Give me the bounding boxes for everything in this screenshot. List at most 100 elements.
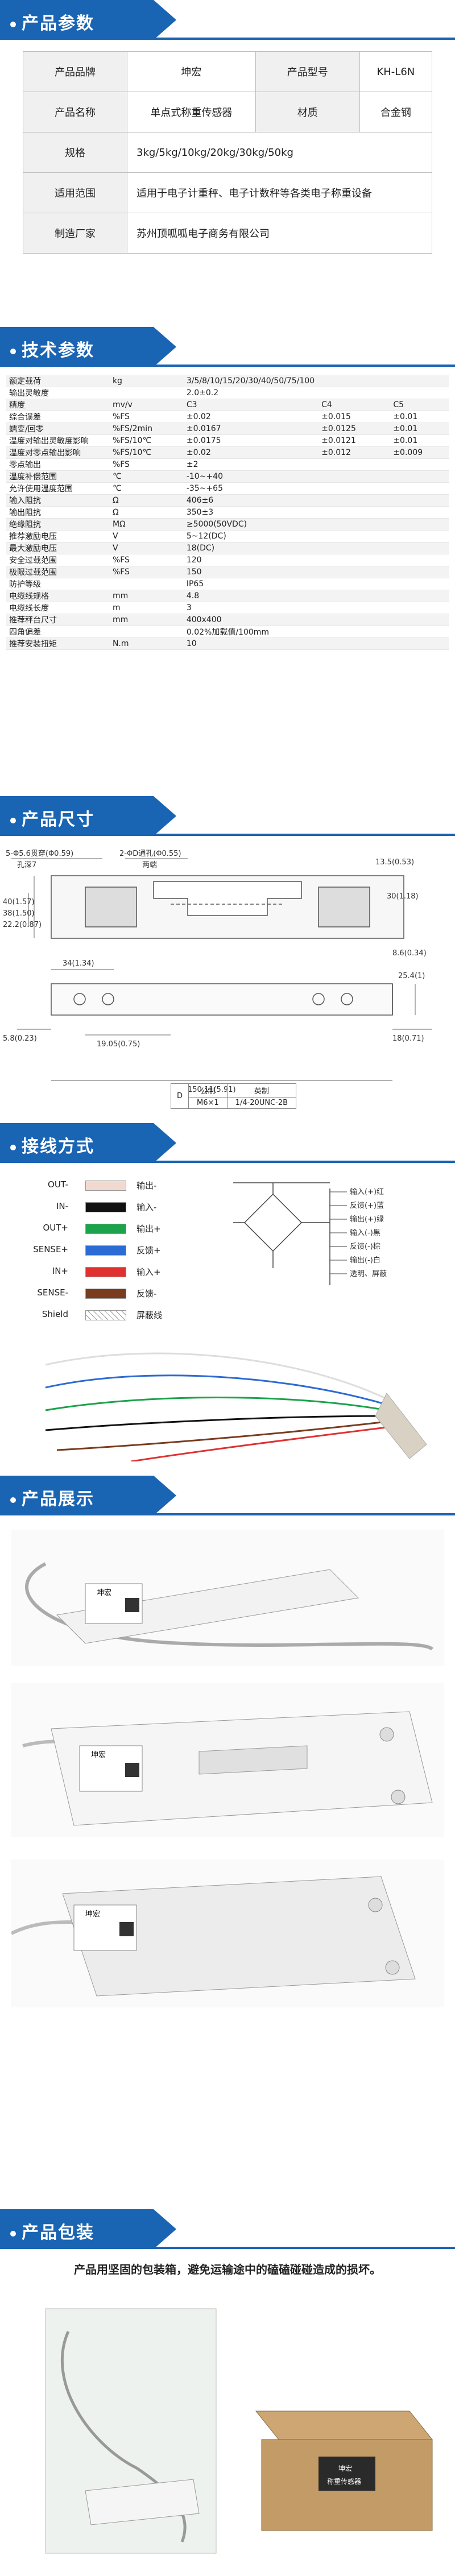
tech-cell: ±0.0121 <box>318 434 390 447</box>
wiring-row: IN-输入- <box>11 1199 205 1215</box>
wiring-signal: OUT+ <box>43 1223 68 1233</box>
dim-h1: 40(1.57) <box>3 898 35 906</box>
thread-d: D <box>170 1083 189 1109</box>
tech-cell <box>318 554 390 566</box>
tech-cell: V <box>109 530 183 542</box>
bridge-diagram: 输入(+)红反馈(+)蓝输出(+)绿输入(-)黑反馈(-)棕输出(-)白透明、屏… <box>233 1182 387 1285</box>
tech-cell: 3/5/8/10/15/20/30/40/50/75/100 <box>183 375 318 387</box>
dim-w5: 18(0.71) <box>392 1034 424 1043</box>
wire-color-swatch <box>85 1224 126 1234</box>
section-header-wiring: 接线方式 <box>0 1123 455 1163</box>
tech-cell <box>109 626 183 638</box>
tech-cell: ±0.015 <box>318 411 390 423</box>
material-value: 合金钢 <box>359 92 433 132</box>
section-header-tech: 技术参数 <box>0 327 455 367</box>
tech-cell: ±0.02 <box>183 411 318 423</box>
tech-cell <box>318 375 390 387</box>
tech-cell <box>390 518 449 531</box>
tech-cell: %FS/10℃ <box>109 446 183 459</box>
tech-cell: 精度 <box>6 399 109 411</box>
tech-cell <box>109 387 183 399</box>
section-title: 技术参数 <box>22 341 94 361</box>
tech-cell <box>390 566 449 578</box>
brand-value: 坤宏 <box>127 51 256 92</box>
maker-label: 制造厂家 <box>23 213 127 254</box>
tech-cell: N.m <box>109 637 183 650</box>
label-brand: 坤宏 <box>97 1589 111 1597</box>
tech-cell: ±0.0167 <box>183 423 318 435</box>
legend-label: 反馈(+)蓝 <box>350 1202 384 1210</box>
wire-color-swatch <box>85 1181 126 1191</box>
dim-r1: 30(1.18) <box>387 892 419 901</box>
tech-cell <box>318 494 390 507</box>
tech-cell <box>109 578 183 590</box>
tech-cell <box>390 637 449 650</box>
tech-cell: 极限过载范围 <box>6 566 109 578</box>
thread-metric: M6×1 <box>188 1097 228 1109</box>
dim-r2: 13.5(0.53) <box>375 858 414 867</box>
tech-cell: 406±6 <box>183 494 318 507</box>
tech-cell: 电缆线长度 <box>6 602 109 614</box>
section-header-display: 产品展示 <box>0 1476 455 1515</box>
tech-cell: C4 <box>318 399 390 411</box>
tech-cell: 温度对零点输出影响 <box>6 446 109 459</box>
tech-cell <box>318 482 390 495</box>
tech-cell: 绝缘阻抗 <box>6 518 109 531</box>
packaging-photo-box: 坤宏 称重传感器 <box>255 2411 433 2531</box>
tech-cell <box>318 518 390 531</box>
material-label: 材质 <box>255 92 360 132</box>
wiring-row: SENSE-反馈- <box>11 1285 205 1301</box>
tech-cell <box>390 578 449 590</box>
tech-cell: C5 <box>390 399 449 411</box>
tech-cell: %FS <box>109 411 183 423</box>
tech-cell <box>390 530 449 542</box>
tech-cell <box>318 530 390 542</box>
tech-cell <box>318 506 390 519</box>
tech-cell: %FS <box>109 566 183 578</box>
tech-row: 温度对零点输出影响%FS/10℃±0.02±0.012±0.009 <box>6 446 449 459</box>
tech-cell: ±2 <box>183 458 318 471</box>
model-value: KH-L6N <box>359 51 433 92</box>
product-photo-3: 坤宏 <box>11 1859 444 2007</box>
wiring-label: 输入- <box>136 1202 157 1212</box>
wiring-signal: OUT- <box>48 1179 68 1190</box>
tech-cell: ±0.01 <box>390 423 449 435</box>
tech-cell: ℃ <box>109 482 183 495</box>
tech-cell: 四角偏差 <box>6 626 109 638</box>
tech-cell <box>390 614 449 626</box>
tech-cell: 最大激励电压 <box>6 542 109 554</box>
tech-cell: %FS <box>109 458 183 471</box>
tech-cell <box>390 506 449 519</box>
dim-holes: 5-Φ5.6贯穿(Φ0.59) <box>6 849 73 858</box>
legend-label: 反馈(-)棕 <box>350 1243 380 1251</box>
dim-holes-depth: 孔深7 <box>17 861 36 869</box>
tech-cell <box>318 470 390 483</box>
tech-cell: Ω <box>109 506 183 519</box>
tech-cell: 输出阻抗 <box>6 506 109 519</box>
tech-cell: 蠕变/回零 <box>6 423 109 435</box>
tech-cell: mv/v <box>109 399 183 411</box>
tech-cell: 温度对输出灵敏度影响 <box>6 434 109 447</box>
section-header-packaging: 产品包装 <box>0 2209 455 2249</box>
tech-cell: 输出灵敏度 <box>6 387 109 399</box>
tech-cell: -35~+65 <box>183 482 318 495</box>
tech-cell: 350±3 <box>183 506 318 519</box>
cable-wires-image <box>45 1352 427 1461</box>
wiring-list: OUT-输出-IN-输入-OUT+输出+SENSE+反馈+IN+输入+SENSE… <box>11 1177 205 1331</box>
name-value: 单点式称重传感器 <box>127 92 256 132</box>
tech-cell <box>390 482 449 495</box>
tech-cell <box>390 626 449 638</box>
tech-row: 蠕变/回零%FS/2min±0.0167±0.0125±0.01 <box>6 423 449 435</box>
tech-cell: IP65 <box>183 578 318 590</box>
